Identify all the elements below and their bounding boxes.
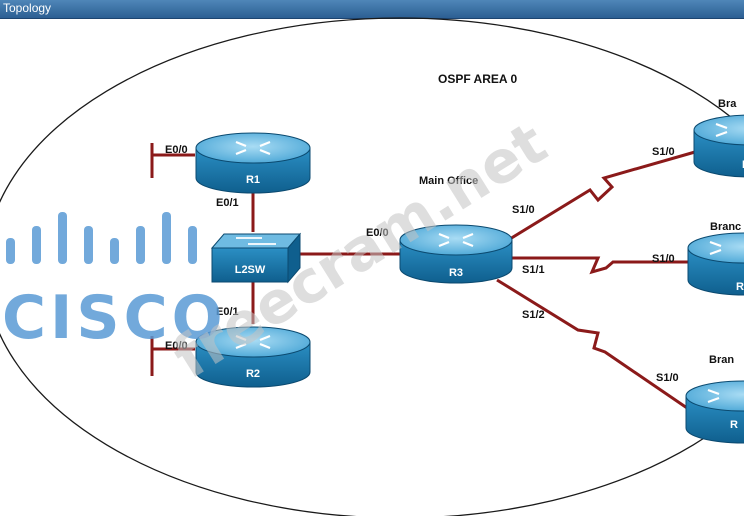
interface-r1-e01: E0/1 — [216, 197, 239, 209]
router-r2-label: R2 — [246, 368, 260, 380]
link-r3-branch-mid — [505, 256, 690, 275]
router-arrows-icon — [715, 122, 728, 138]
router-arrows-icon — [235, 140, 271, 156]
branch-bottom-label: Bran — [709, 354, 734, 366]
interface-branch-top-s10: S1/0 — [652, 146, 675, 158]
window-title: Topology — [3, 1, 52, 15]
branch-top-label: Bra — [718, 98, 737, 110]
router-r3-label: R3 — [449, 267, 463, 279]
cisco-logo-watermark — [6, 212, 197, 264]
router-arrows-icon — [235, 334, 271, 350]
link-r3-branch-top — [499, 150, 696, 247]
router-branch-bottom-label: R — [730, 419, 738, 431]
ospf-area-boundary — [0, 17, 744, 516]
switch-l2sw[interactable]: L2SW — [210, 232, 302, 284]
interface-r3-e00: E0/0 — [366, 227, 389, 239]
router-branch-mid[interactable]: R — [687, 232, 744, 296]
router-arrows-icon — [709, 240, 722, 256]
switch-arrows-icon — [236, 237, 276, 245]
interface-r2-e01: E0/1 — [216, 306, 239, 318]
router-r3[interactable]: R3 — [399, 224, 513, 284]
interface-branch-mid-s10: S1/0 — [652, 253, 675, 265]
router-r1[interactable]: R1 — [195, 132, 311, 194]
links — [150, 143, 696, 412]
interface-r1-e00: E0/0 — [165, 144, 188, 156]
router-r2[interactable]: R2 — [195, 326, 311, 388]
router-branch-top-label: R — [742, 159, 744, 171]
router-branch-top[interactable]: R — [693, 114, 744, 178]
router-branch-bottom[interactable]: R — [685, 380, 744, 444]
interface-r3-s10: S1/0 — [512, 204, 535, 216]
interface-r3-s11: S1/1 — [522, 264, 545, 276]
interface-branch-bottom-s10: S1/0 — [656, 372, 679, 384]
area-label: OSPF AREA 0 — [438, 72, 517, 86]
router-r1-label: R1 — [246, 174, 260, 186]
switch-l2sw-label: L2SW — [235, 264, 266, 276]
router-arrows-icon — [438, 232, 474, 248]
main-office-label: Main Office — [419, 175, 478, 187]
link-r3-branch-bottom — [496, 278, 691, 412]
interface-r2-e00: E0/0 — [165, 340, 188, 352]
router-branch-mid-label: R — [736, 281, 744, 293]
router-arrows-icon — [707, 388, 720, 404]
cisco-logo-text: CISCO — [2, 283, 227, 353]
branch-mid-label: Branc — [710, 221, 741, 233]
interface-r3-s12: S1/2 — [522, 309, 545, 321]
